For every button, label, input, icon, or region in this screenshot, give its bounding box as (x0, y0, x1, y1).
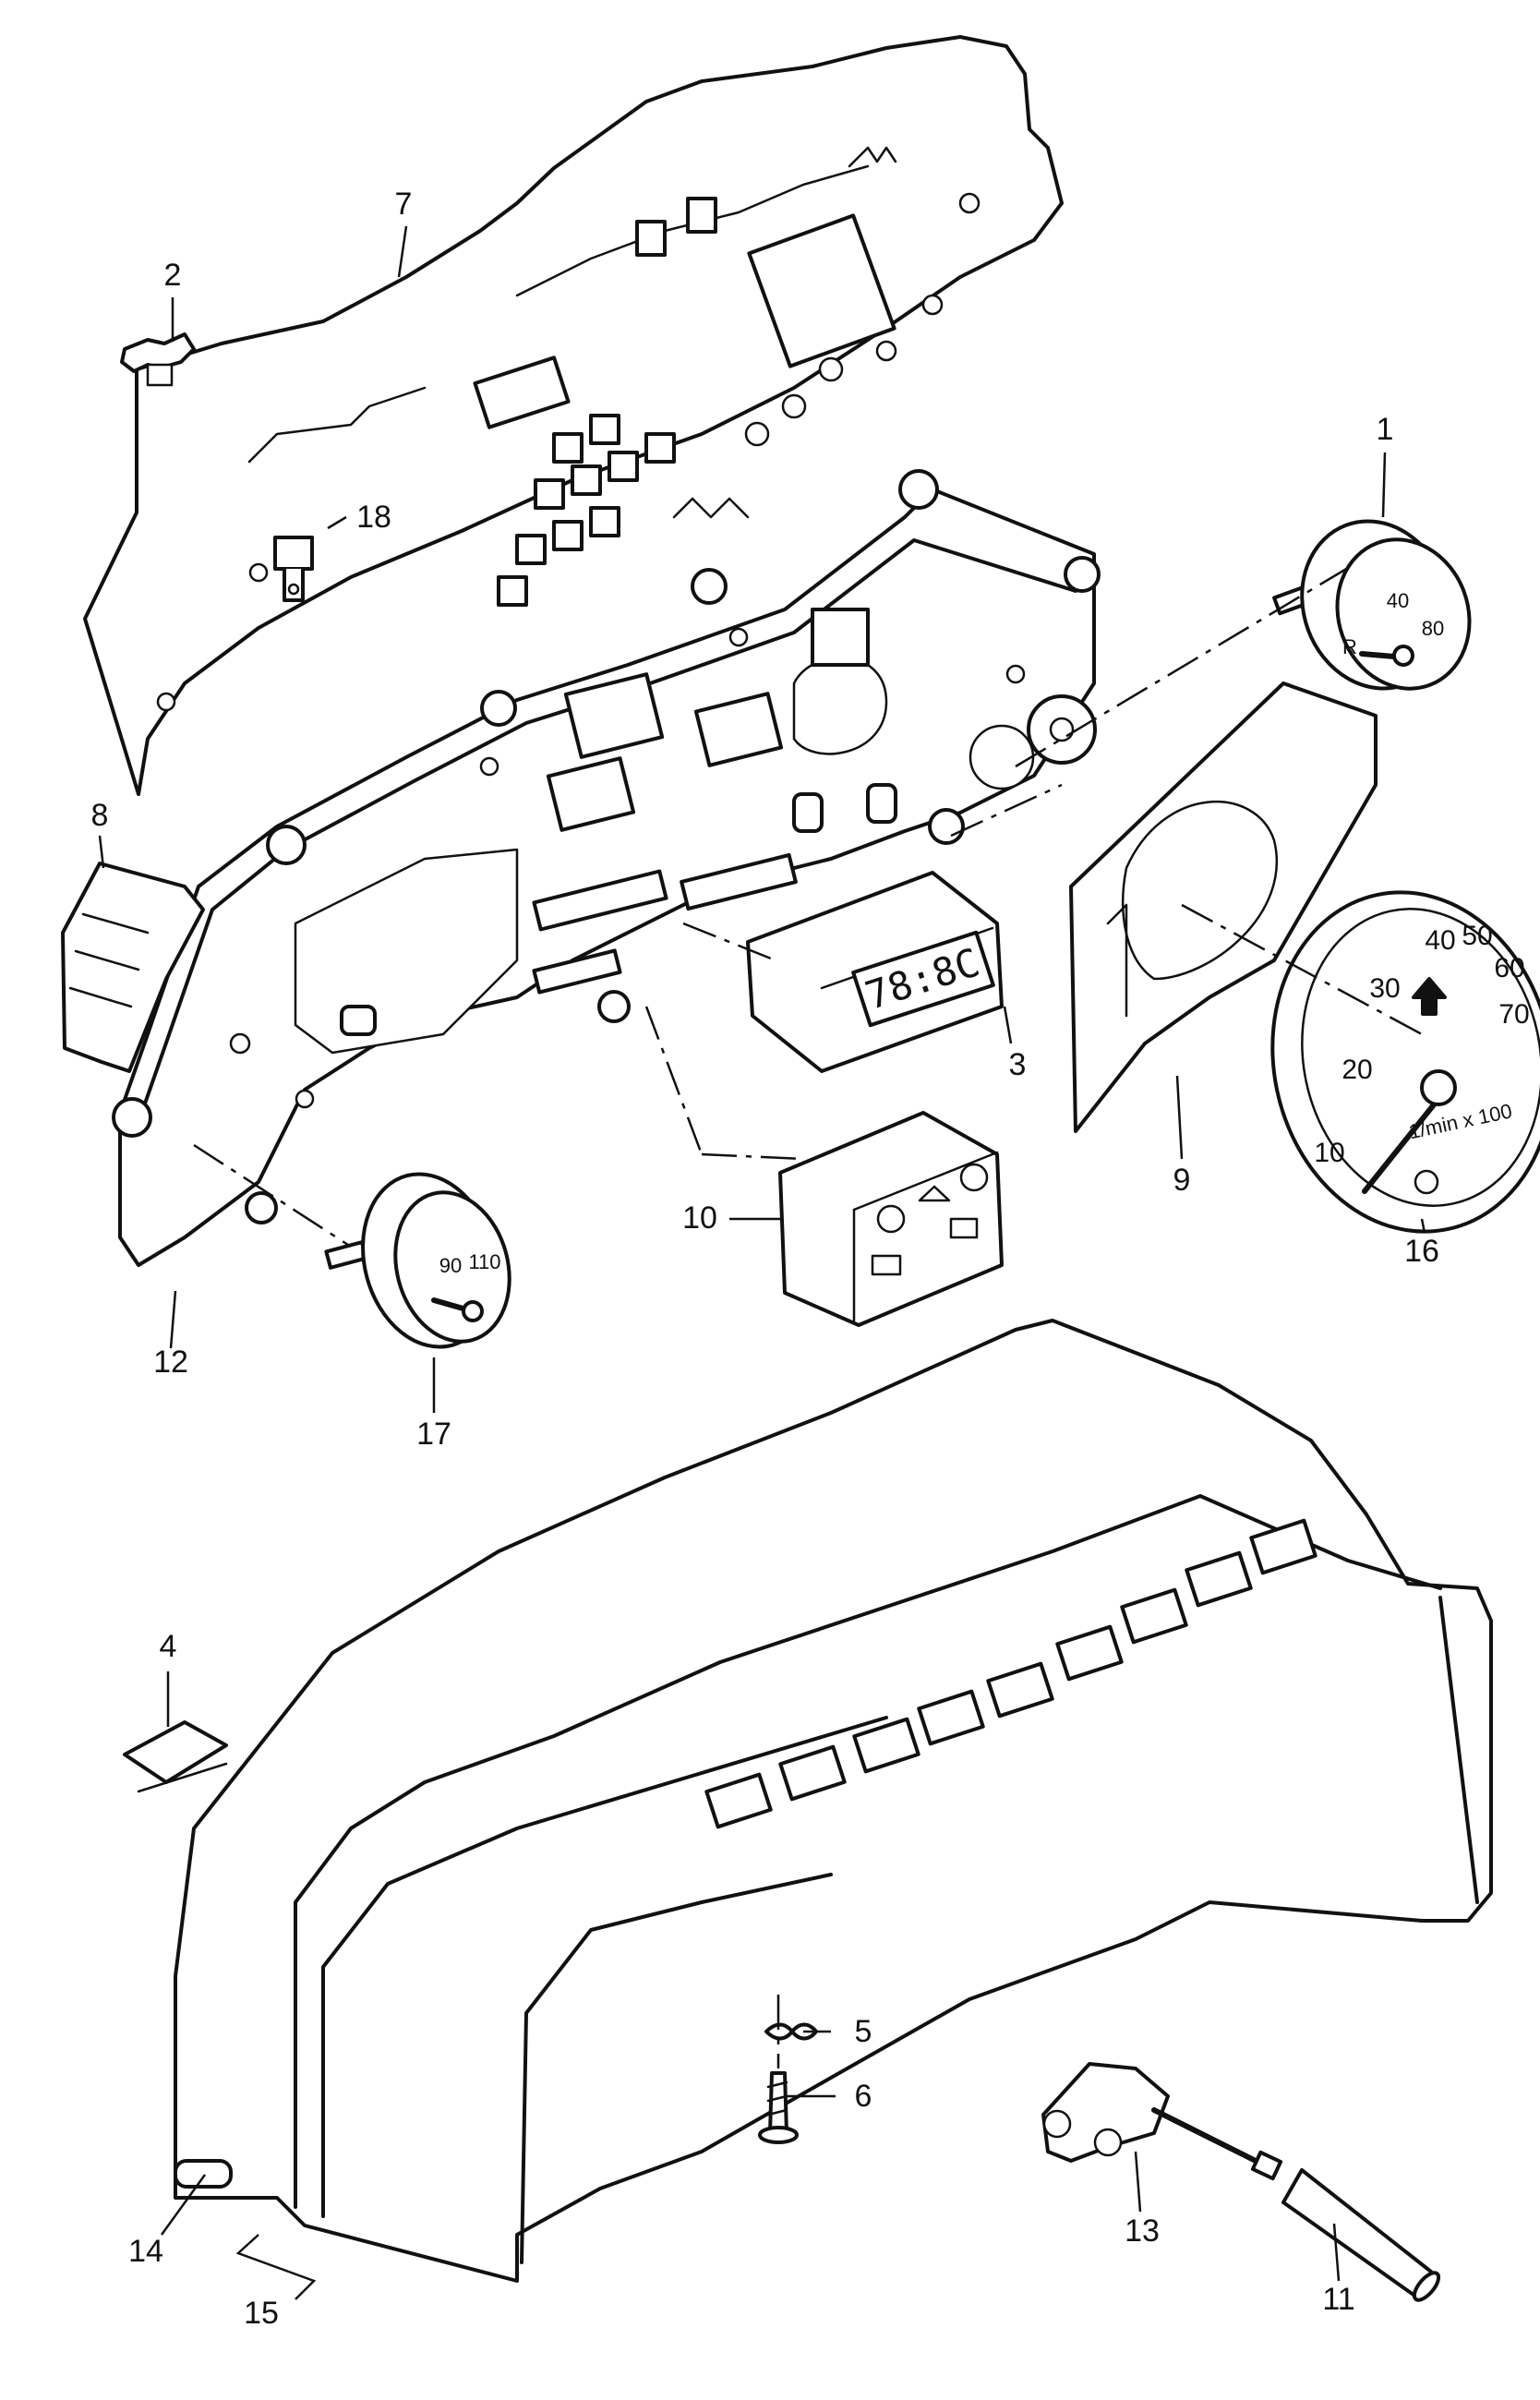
tacho-scale-50: 50 (1462, 921, 1492, 951)
sleeve-11 (1281, 2168, 1441, 2302)
callout-8: 8 (91, 798, 109, 833)
holder-13 (1041, 2062, 1283, 2181)
callout-7: 7 (395, 187, 413, 222)
retaining-clip-2 (120, 332, 196, 387)
callout-10: 10 (682, 1200, 717, 1236)
digital-clock-3: 78:8C (746, 871, 1004, 1073)
tachometer-16: 10 20 30 40 50 60 70 1/min x 100 (1270, 890, 1540, 1234)
gauge-17-scale-90: 90 (439, 1254, 462, 1277)
callout-1: 1 (1377, 412, 1394, 447)
clip-4 (123, 1720, 228, 1793)
printed-circuit-board-7 (83, 35, 1064, 796)
tacho-scale-60: 60 (1494, 953, 1524, 983)
connector-18 (273, 536, 314, 602)
instrument-housing-14 (174, 1319, 1493, 2283)
arrow-up-icon (1412, 977, 1447, 1016)
cover-strip-8 (61, 862, 205, 1073)
callout-6: 6 (855, 2079, 872, 2114)
tacho-scale-20: 20 (1341, 1055, 1372, 1085)
leader-lines (98, 225, 1426, 2300)
gauge-1: R 40 80 (1272, 519, 1472, 691)
callout-11: 11 (1322, 2282, 1354, 2317)
callout-4: 4 (160, 1629, 177, 1664)
callout-5: 5 (855, 2014, 872, 2049)
assembly-lines (193, 566, 1423, 2068)
gauge-1-scale-high: 80 (1422, 617, 1444, 640)
callout-labels: 7 2 18 1 8 3 9 16 10 12 17 4 5 6 13 11 1… (91, 187, 1439, 2331)
instrument-housing-frame-12 (112, 469, 1101, 1267)
gauge-17: 90 110 (324, 1172, 511, 1349)
tacho-scale-30: 30 (1369, 973, 1400, 1004)
callout-17: 17 (416, 1417, 451, 1452)
callout-2: 2 (164, 258, 182, 293)
callout-16: 16 (1404, 1234, 1439, 1269)
callout-9: 9 (1173, 1163, 1191, 1198)
screw-6 (758, 2071, 799, 2144)
gauge-1-mark: R (1342, 635, 1357, 658)
gauge-1-scale-low: 40 (1387, 589, 1409, 612)
tacho-scale-10: 10 (1314, 1138, 1344, 1168)
callout-13: 13 (1125, 2213, 1160, 2249)
gauge-17-scale-110: 110 (468, 1250, 500, 1273)
callout-18: 18 (356, 500, 391, 535)
circuit-plate-9 (1069, 681, 1378, 1133)
tacho-scale-40: 40 (1425, 925, 1455, 956)
callout-12: 12 (153, 1345, 188, 1380)
warning-light-module-10 (778, 1111, 1004, 1327)
callout-15: 15 (244, 2296, 279, 2331)
callout-14: 14 (128, 2234, 163, 2269)
callout-3: 3 (1009, 1047, 1027, 1082)
tacho-scale-70: 70 (1498, 999, 1529, 1030)
